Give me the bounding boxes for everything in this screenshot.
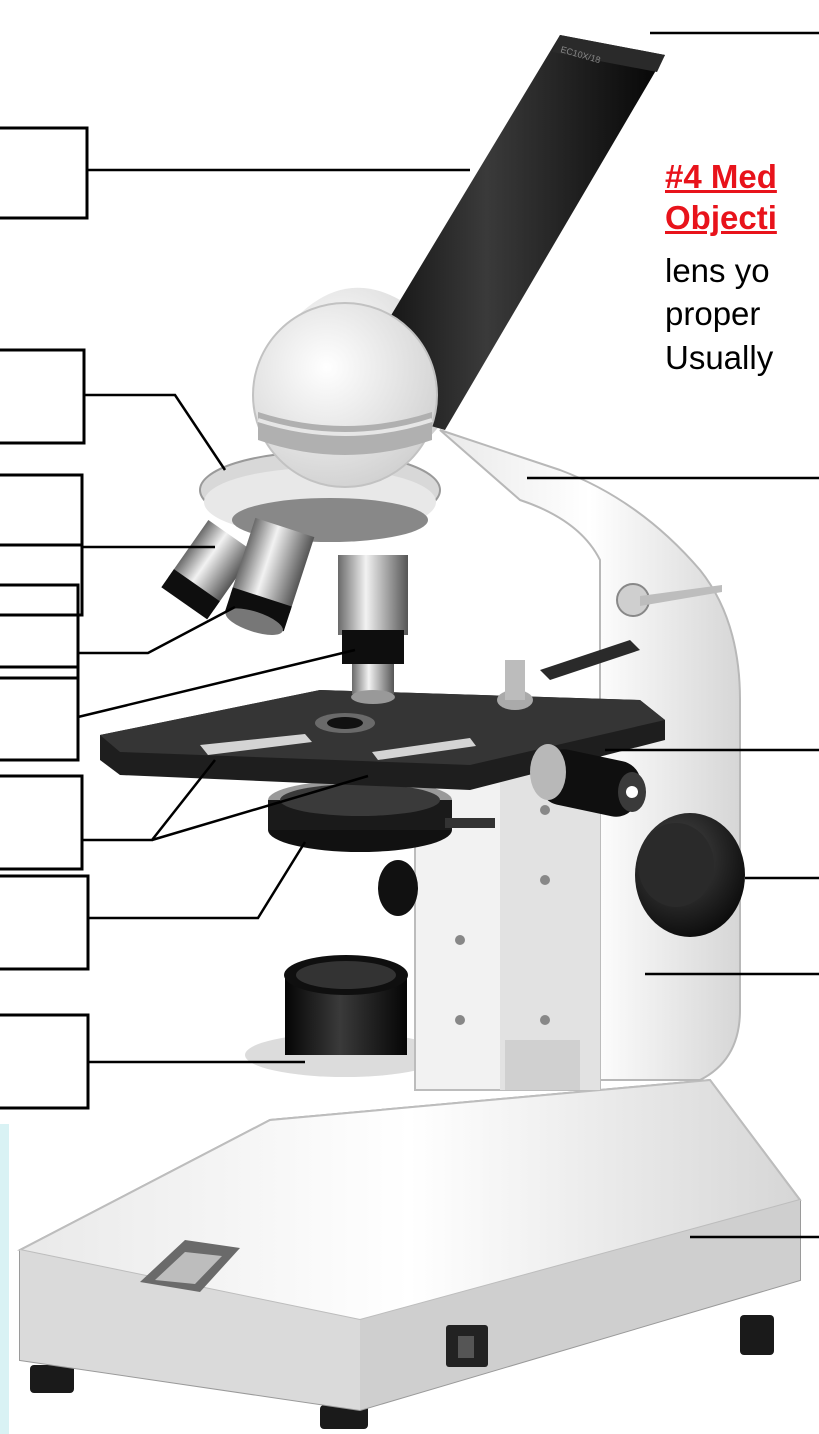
label-boxes: [0, 128, 88, 1108]
label-box-stage-clips: [0, 776, 82, 869]
callout-body-line2: proper: [665, 295, 760, 333]
callout-heading-line2: Objecti: [665, 199, 777, 237]
label-box-high-power-objective: [0, 667, 78, 760]
microscope-base: [20, 1080, 800, 1429]
label-box-low-power-objective: [0, 585, 78, 678]
label-box-eyepiece: [0, 128, 87, 218]
callout-heading-line1: #4 Med: [665, 158, 777, 196]
eyepiece-tube: EC10X/18: [253, 35, 665, 487]
label-box-nosepiece: [0, 350, 84, 443]
callout-body-line3: Usually: [665, 339, 773, 377]
label-box-light: [0, 1015, 88, 1108]
label-box-diaphragm: [0, 876, 88, 969]
callout-body-line1: lens yo: [665, 252, 770, 290]
